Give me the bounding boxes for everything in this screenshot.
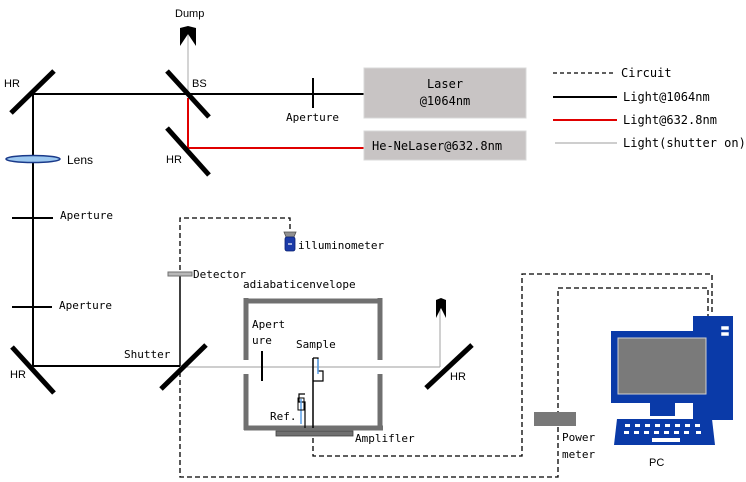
pc-icon	[611, 316, 733, 445]
aperture-left-2-label: Aperture	[59, 299, 112, 312]
pc-screen	[617, 337, 707, 395]
legend-label-shutter-on: Light(shutter on)	[623, 136, 746, 150]
hr-right-label: HR	[450, 371, 466, 383]
dump-top-icon	[180, 26, 196, 46]
power-meter-icon	[534, 412, 576, 426]
detector-icon	[167, 271, 193, 277]
aperture-inner-label-line1: Apert	[252, 318, 285, 331]
dump-top-label: Dump	[175, 8, 204, 20]
amplifier-bar	[275, 430, 354, 437]
circuit-detector-to-illuminometer	[179, 217, 291, 270]
dump-right-icon	[436, 298, 446, 318]
hr-mirror-red	[165, 126, 211, 177]
hr-mirror-bottom-left	[10, 345, 56, 395]
hr-mirror-top-left	[9, 69, 56, 115]
illuminometer-label: illuminometer	[298, 239, 384, 252]
sample-label: Sample	[296, 338, 336, 351]
ref-holder	[297, 393, 306, 428]
circuit-lines	[179, 217, 713, 478]
hr-red-label: HR	[166, 154, 182, 166]
illuminometer-icon	[283, 231, 297, 252]
laser-1064-label-line1: Laser	[427, 77, 463, 91]
aperture-left-1-label: Aperture	[60, 209, 113, 222]
adiabatic-envelope	[243, 298, 383, 431]
laser-hene-label: He-NeLaser@632.8nm	[372, 139, 502, 153]
power-meter-label-line1: Power	[562, 431, 595, 444]
ref-label: Ref.	[270, 410, 297, 423]
pc-label: PC	[649, 457, 664, 469]
laser-1064-box: Laser @1064nm	[363, 67, 527, 119]
lens-label: Lens	[67, 153, 93, 167]
hr-bottom-left-label: HR	[10, 369, 26, 381]
legend-label-632: Light@632.8nm	[623, 113, 717, 127]
legend-label-circuit: Circuit	[621, 66, 672, 80]
amplifier-label: Amplifler	[355, 432, 415, 445]
laser-hene-box: He-NeLaser@632.8nm	[363, 130, 527, 161]
detector-label: Detector	[193, 268, 246, 281]
legend: Circuit Light@1064nm Light@632.8nm Light…	[553, 66, 746, 150]
aperture-top-label: Aperture	[286, 111, 339, 124]
hr-top-left-label: HR	[4, 78, 20, 90]
bs-label: BS	[192, 78, 207, 90]
bs-mirror	[165, 69, 211, 119]
sample-holder	[312, 357, 324, 428]
shutter-label: Shutter	[124, 348, 171, 361]
circuit-shutter-to-pc	[179, 287, 709, 478]
hr-mirror-right	[424, 343, 474, 390]
envelope-label: adiabaticenvelope	[243, 278, 356, 291]
shutter-mirror	[159, 343, 208, 391]
power-meter-label-line2: meter	[562, 448, 595, 461]
lens-icon	[5, 154, 61, 164]
legend-label-1064: Light@1064nm	[623, 90, 710, 104]
laser-1064-label-line2: @1064nm	[420, 94, 471, 108]
aperture-inner-label-line2: ure	[252, 334, 272, 347]
